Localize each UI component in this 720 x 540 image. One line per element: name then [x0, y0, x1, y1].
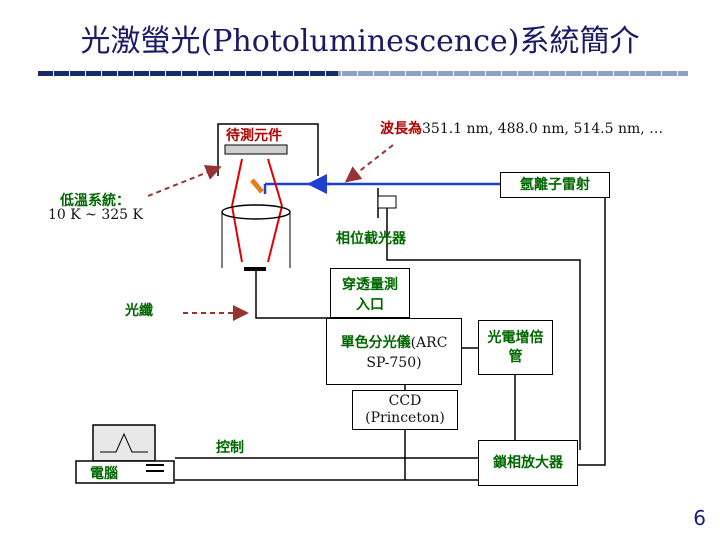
slit-box: 穿透量測 入口	[330, 268, 410, 318]
monochromator-title: 單色分光儀	[340, 335, 411, 351]
chopper-box	[377, 195, 397, 209]
sample-label: 待測元件	[226, 128, 282, 144]
pmt-label-2: 管	[508, 349, 523, 365]
wavelength-label: 波長為351.1 nm, 488.0 nm, 514.5 nm, …	[380, 118, 663, 138]
lockin-box: 鎖相放大器	[478, 440, 578, 486]
ccd-box: CCD (Princeton)	[352, 390, 458, 430]
page-number: 6	[693, 506, 706, 530]
cryostat-range: 10 K ~ 325 K	[48, 207, 143, 223]
page-title: 光激螢光(Photoluminescence)系統簡介	[80, 24, 640, 59]
pl-beam-2	[267, 158, 283, 207]
monochromator-line-1: 單色分光儀(ARC	[327, 333, 461, 353]
wavelength-arrow	[344, 144, 394, 183]
mirror	[250, 178, 264, 194]
sample-enclosure	[217, 123, 319, 176]
wavelength-values: 351.1 nm, 488.0 nm, 514.5 nm, …	[422, 121, 664, 137]
cryostat-arrow	[147, 165, 222, 197]
slit-label-2: 入口	[356, 297, 384, 313]
sample-holder	[224, 144, 288, 155]
pl-beam-3	[231, 205, 243, 263]
fiber-label: 光纖	[125, 303, 153, 319]
monochromator-model-b: SP-750)	[366, 355, 422, 371]
chopper-label: 相位截光器	[336, 231, 406, 247]
computer-label: 電腦	[90, 466, 118, 482]
computer-monitor	[92, 424, 156, 462]
pmt-box: 光電增倍 管	[478, 320, 553, 375]
ccd-label-2: (Princeton)	[365, 410, 445, 426]
monochromator-model-a: (ARC	[410, 335, 448, 351]
pmt-label-1: 光電增倍	[487, 330, 544, 346]
slit-label-1: 穿透量測	[342, 277, 398, 293]
lockin-label: 鎖相放大器	[493, 455, 563, 471]
monochromator-box: 單色分光儀(ARC SP-750)	[326, 318, 462, 385]
fiber-entrance	[244, 267, 266, 271]
wavelength-prefix: 波長為	[380, 121, 422, 137]
pl-beam-1	[231, 158, 243, 207]
laser-label: 氬離子雷射	[520, 177, 590, 193]
monitor-waveform	[100, 432, 148, 453]
control-label: 控制	[216, 440, 244, 456]
title-rule-ticks	[38, 71, 688, 76]
chopper-cable	[386, 208, 581, 450]
pl-beam-4	[267, 205, 283, 263]
fiber-line	[255, 271, 330, 319]
cryostat-title: 低溫系統：	[60, 193, 130, 209]
computer-base	[75, 460, 175, 484]
laser-box: 氬離子雷射	[500, 172, 610, 198]
ccd-label-1: CCD	[388, 393, 422, 409]
